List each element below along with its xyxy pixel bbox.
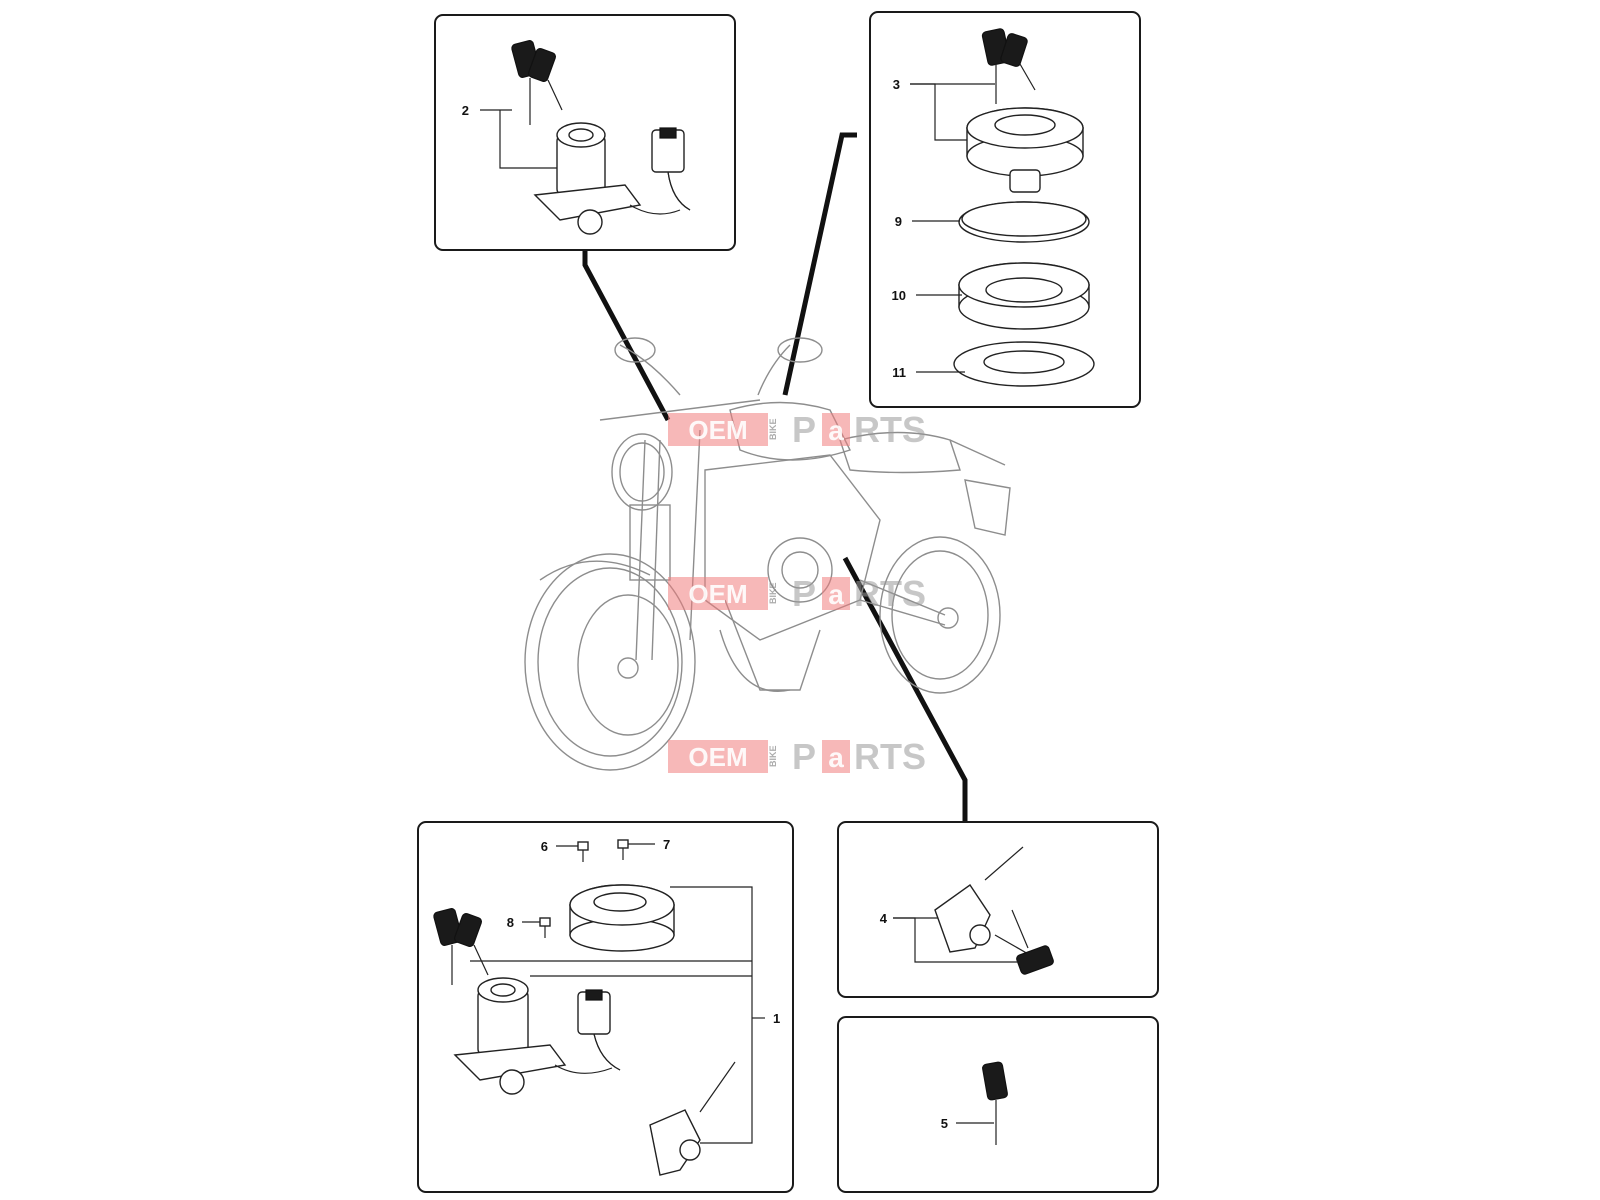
base-plate: [953, 341, 1095, 387]
connector-icon: [577, 989, 621, 1071]
watermark-brand-rts: RTS: [854, 736, 926, 777]
watermark-brand-left: OEM: [688, 415, 747, 445]
callout-8: 8: [507, 915, 514, 930]
fuel-cap-icon: [569, 884, 675, 952]
watermark-brand-rts: RTS: [854, 573, 926, 614]
key-icon: [982, 1061, 1008, 1145]
watermark-brand-p: P: [792, 736, 816, 777]
gasket-ring: [958, 201, 1090, 243]
callout-6: 6: [541, 839, 548, 854]
callout-9: 9: [895, 214, 902, 229]
callout-2: 2: [462, 103, 469, 118]
seat-lock-icon: [649, 1061, 736, 1176]
watermark-brand-rts: RTS: [854, 409, 926, 450]
watermark-3: OEM BIKE P a RTS: [668, 736, 926, 777]
panel-key: 5: [837, 1016, 1159, 1193]
watermark-brand-p: P: [792, 573, 816, 614]
watermark-brand-left: OEM: [688, 579, 747, 609]
fuel-cap-icon: [966, 107, 1084, 193]
key-icon: [433, 908, 489, 985]
callout-4: 4: [880, 911, 888, 926]
cap-housing: [958, 262, 1090, 330]
callout-5: 5: [941, 1116, 948, 1131]
watermark-brand-p: P: [792, 409, 816, 450]
watermark-brand-left: OEM: [688, 742, 747, 772]
key-icon: [994, 909, 1054, 975]
watermark-brand-mid: BIKE: [768, 418, 778, 440]
callout-1: 1: [773, 1011, 780, 1026]
panel-lock-set: 6 7 8 1: [417, 821, 794, 1193]
watermark-1: OEM BIKE P a RTS: [668, 409, 926, 450]
watermark-brand-mid: BIKE: [768, 582, 778, 604]
watermark-brand-a: a: [828, 742, 844, 773]
key-icon: [511, 40, 563, 125]
connector-icon: [651, 127, 691, 211]
panel-ignition-switch: 2: [434, 14, 736, 251]
ignition-switch-icon: [533, 122, 681, 235]
watermark-brand-a: a: [828, 415, 844, 446]
panel-seat-lock: 4: [837, 821, 1159, 998]
callout-10: 10: [892, 288, 906, 303]
watermark-brand-a: a: [828, 579, 844, 610]
seat-lock-icon: [934, 846, 1024, 953]
watermark-2: OEM BIKE P a RTS: [668, 573, 926, 614]
panel-fuel-cap: 3 9 10 11: [869, 11, 1141, 408]
watermark-brand-mid: BIKE: [768, 745, 778, 767]
leader-lines: [582, 132, 968, 822]
callout-11: 11: [892, 365, 906, 380]
motorcycle-outline: [524, 337, 1011, 771]
callout-7: 7: [663, 837, 670, 852]
callout-3: 3: [893, 77, 900, 92]
key-icon: [981, 28, 1036, 104]
ignition-switch-icon: [453, 977, 613, 1095]
